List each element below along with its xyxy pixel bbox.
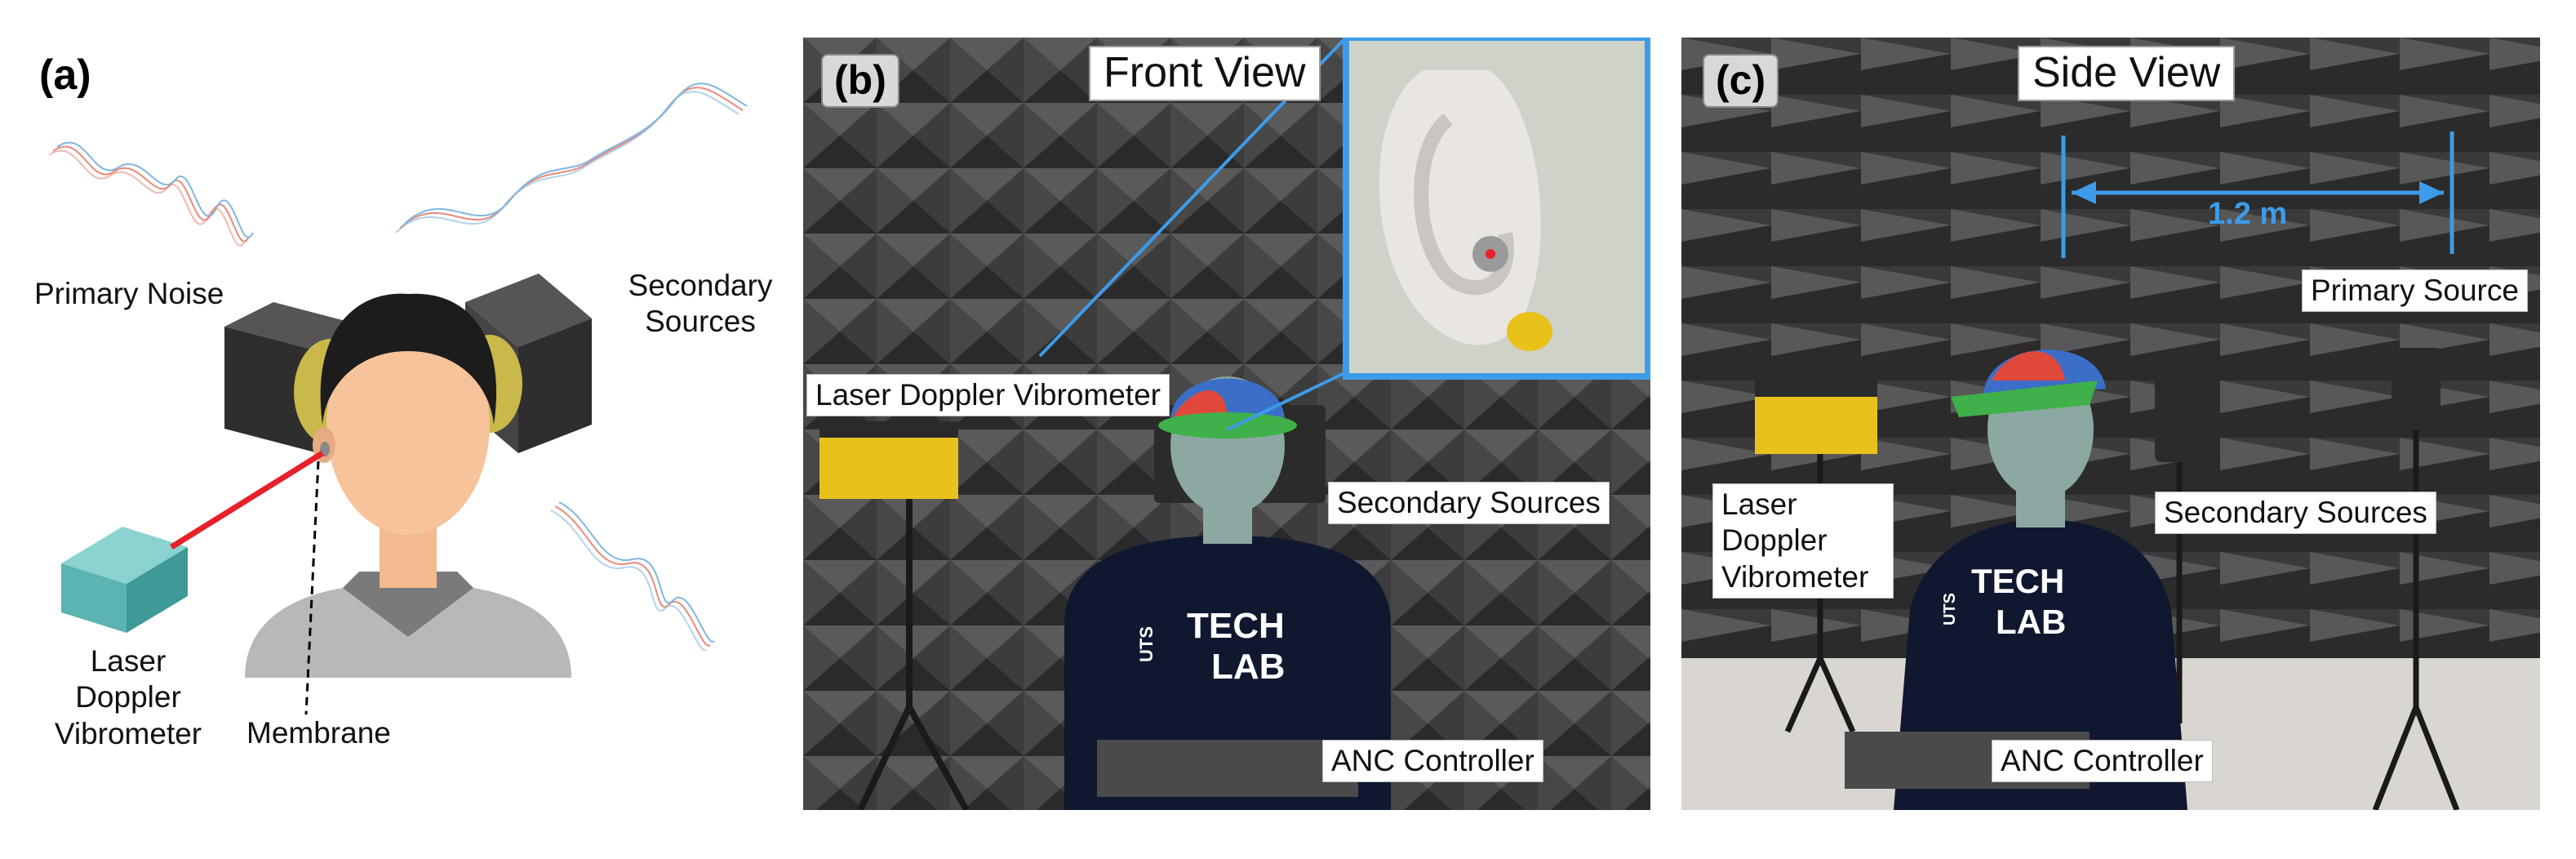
shirt-logo-c: UTS <box>1941 593 1959 625</box>
panel-c-anc-label: ANC Controller <box>1992 740 2213 783</box>
secondary-sources-label: Secondary Sources <box>611 268 790 340</box>
panel-b-anc-label: ANC Controller <box>1322 740 1543 783</box>
ear-inset <box>1038 38 1650 431</box>
panel-b-letter: (b) <box>821 54 899 108</box>
shirt-text-1-b: TECH <box>1187 606 1285 646</box>
panel-c-laser-line-2: Doppler <box>1721 523 1828 558</box>
panel-c-laser-line-3: Vibrometer <box>1721 559 1869 594</box>
primary-noise-wave <box>48 141 254 247</box>
panel-c-secondary-label: Secondary Sources <box>2155 492 2436 535</box>
anc-controller-device <box>1097 740 1358 797</box>
secondary-wave-bottom <box>550 501 715 651</box>
secondary-sources-line-2: Sources <box>645 305 756 339</box>
panel-b-secondary-label: Secondary Sources <box>1328 482 1610 525</box>
panel-b-laser-label: Laser Doppler Vibrometer <box>806 374 1170 417</box>
membrane-pointer <box>304 461 320 715</box>
person-icon <box>245 293 571 678</box>
panel-a-letter: (a) <box>39 51 91 99</box>
anechoic-room-front: TECH LAB UTS <box>803 38 1650 810</box>
panel-c-primary-label: Primary Source <box>2302 269 2528 313</box>
mannequin-side <box>1845 349 2187 810</box>
panel-a-illustration <box>48 82 748 715</box>
secondary-sources-line-1: Secondary <box>628 269 773 302</box>
panel-c-title: Side View <box>2018 46 2236 101</box>
anechoic-room-side: TECH LAB UTS 1.2 m <box>1681 38 2540 810</box>
secondary-wave-top <box>395 82 748 234</box>
shirt-text-2-b: LAB <box>1211 647 1285 687</box>
tripod-left <box>857 495 970 810</box>
shirt-logo-b: UTS <box>1136 626 1157 662</box>
distance-label: 1.2 m <box>2208 197 2287 231</box>
panel-c-laser-line-1: Laser <box>1721 487 1797 521</box>
shirt-text-2-c: LAB <box>1996 603 2066 641</box>
panel-b-title: Front View <box>1089 46 1321 101</box>
primary-noise-label: Primary Noise <box>34 277 224 310</box>
laser-line-1: Laser <box>90 644 167 678</box>
laser-line-2: Doppler <box>75 680 181 714</box>
panel-c-letter: (c) <box>1703 54 1779 108</box>
laser-line-3: Vibrometer <box>54 716 202 750</box>
laser-label: Laser Doppler Vibrometer <box>42 643 214 752</box>
panel-c-photo: TECH LAB UTS 1.2 m (c) Side View Primary… <box>1681 38 2540 810</box>
panel-a: (a) <box>0 0 784 859</box>
shirt-text-1-c: TECH <box>1971 562 2064 600</box>
panel-b-photo: TECH LAB UTS (b) Front View Laser Dopple… <box>803 38 1650 810</box>
mannequin-front <box>1064 376 1391 810</box>
membrane-label: Membrane <box>246 716 391 750</box>
panel-c-laser-label: Laser Doppler Vibrometer <box>1712 483 1894 599</box>
distance-marker <box>2061 131 2454 258</box>
laser-device-icon <box>61 451 324 633</box>
